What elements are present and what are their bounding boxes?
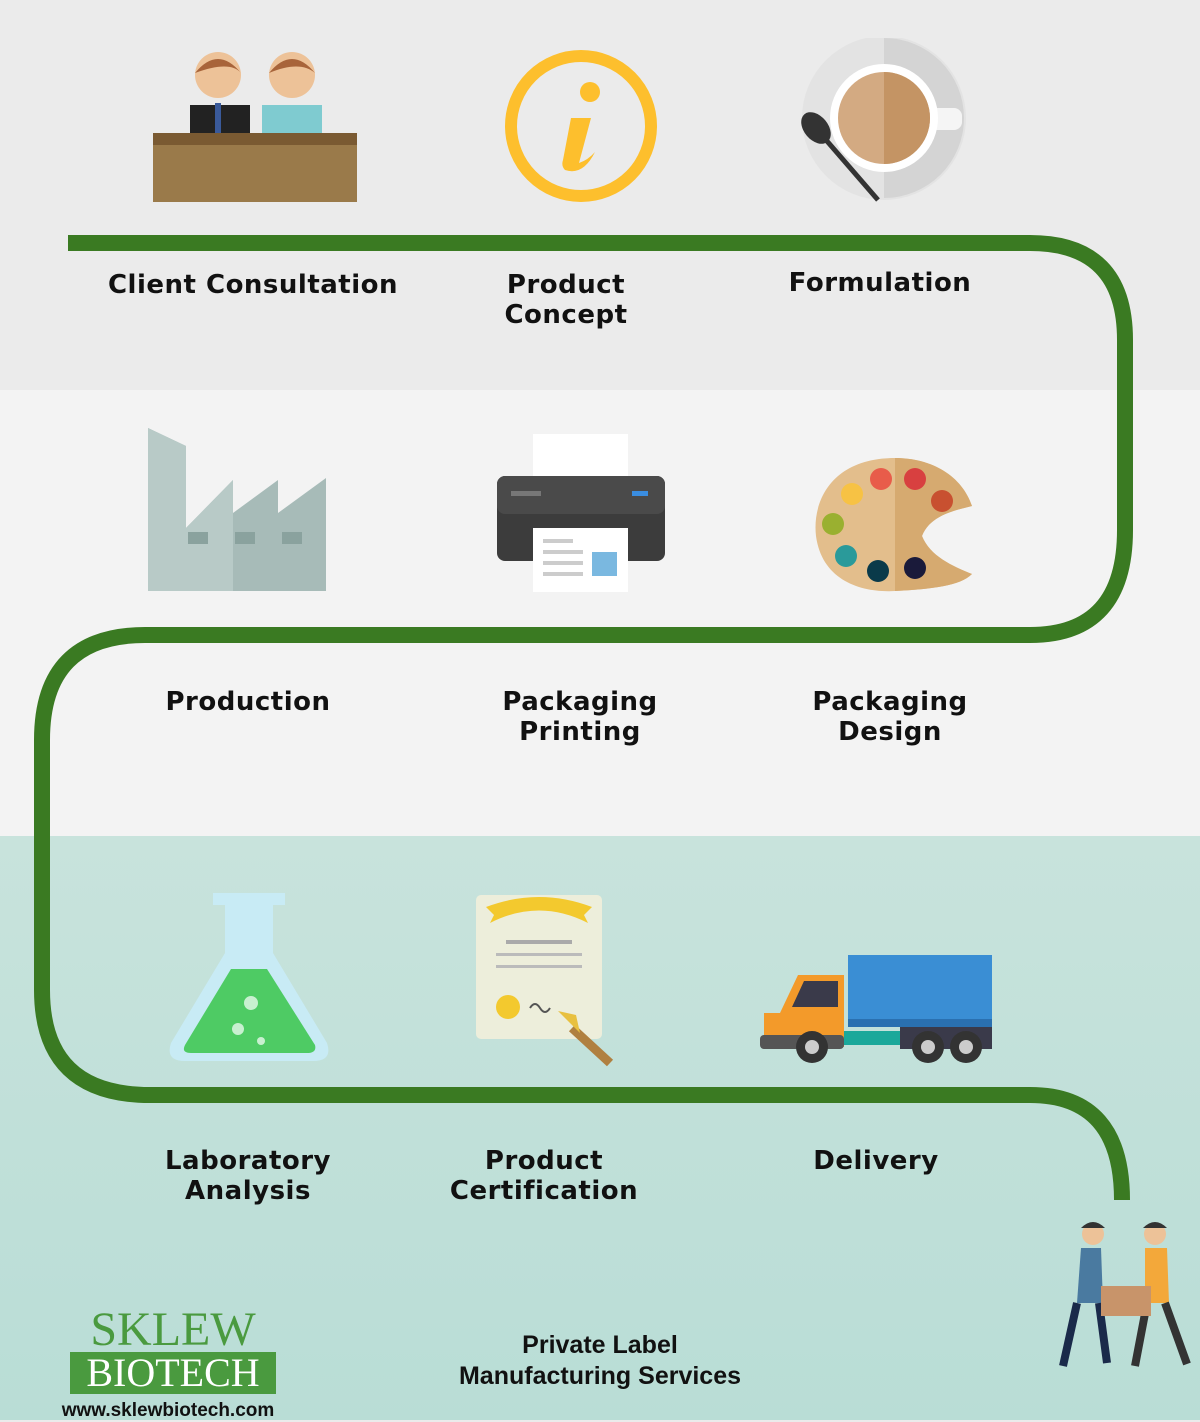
step-label-production: Production [165, 687, 331, 717]
certificate-icon [476, 895, 614, 1067]
truck-icon [760, 955, 992, 1063]
palette-icon [815, 458, 972, 592]
step-label-product-certification: Product Certification [449, 1146, 639, 1206]
sklew-biotech-logo: SKLEW BIOTECH www.sklewbiotech.com [62, 1303, 278, 1422]
step-label-product-concept: Product Concept [504, 270, 628, 330]
tagline: Private Label Manufacturing Services [420, 1330, 780, 1392]
printer-icon [497, 434, 665, 592]
step-label-packaging-design: Packaging Design [812, 687, 968, 747]
tagline-line2: Manufacturing Services [458, 1362, 742, 1390]
website-url[interactable]: www.sklewbiotech.com [61, 1400, 275, 1421]
step-label-client-consultation: Client Consultation [107, 270, 399, 300]
step-label-packaging-printing: Packaging Printing [502, 687, 658, 747]
coffee-cup-icon [801, 38, 966, 202]
step-label-delivery: Delivery [813, 1146, 939, 1176]
step-label-formulation: Formulation [788, 268, 972, 298]
step-label-laboratory-analysis: Laboratory Analysis [164, 1146, 331, 1206]
logo-line2: BIOTECH [70, 1352, 276, 1394]
process-path-line [34, 235, 1133, 1201]
logo-line1: SKLEW [90, 1303, 256, 1356]
factory-icon [148, 428, 326, 591]
flask-icon [169, 893, 329, 1061]
tagline-line1: Private Label [522, 1331, 678, 1359]
info-icon [505, 50, 657, 202]
delivery-people-icon [1059, 1222, 1191, 1367]
consultation-icon [153, 52, 357, 202]
